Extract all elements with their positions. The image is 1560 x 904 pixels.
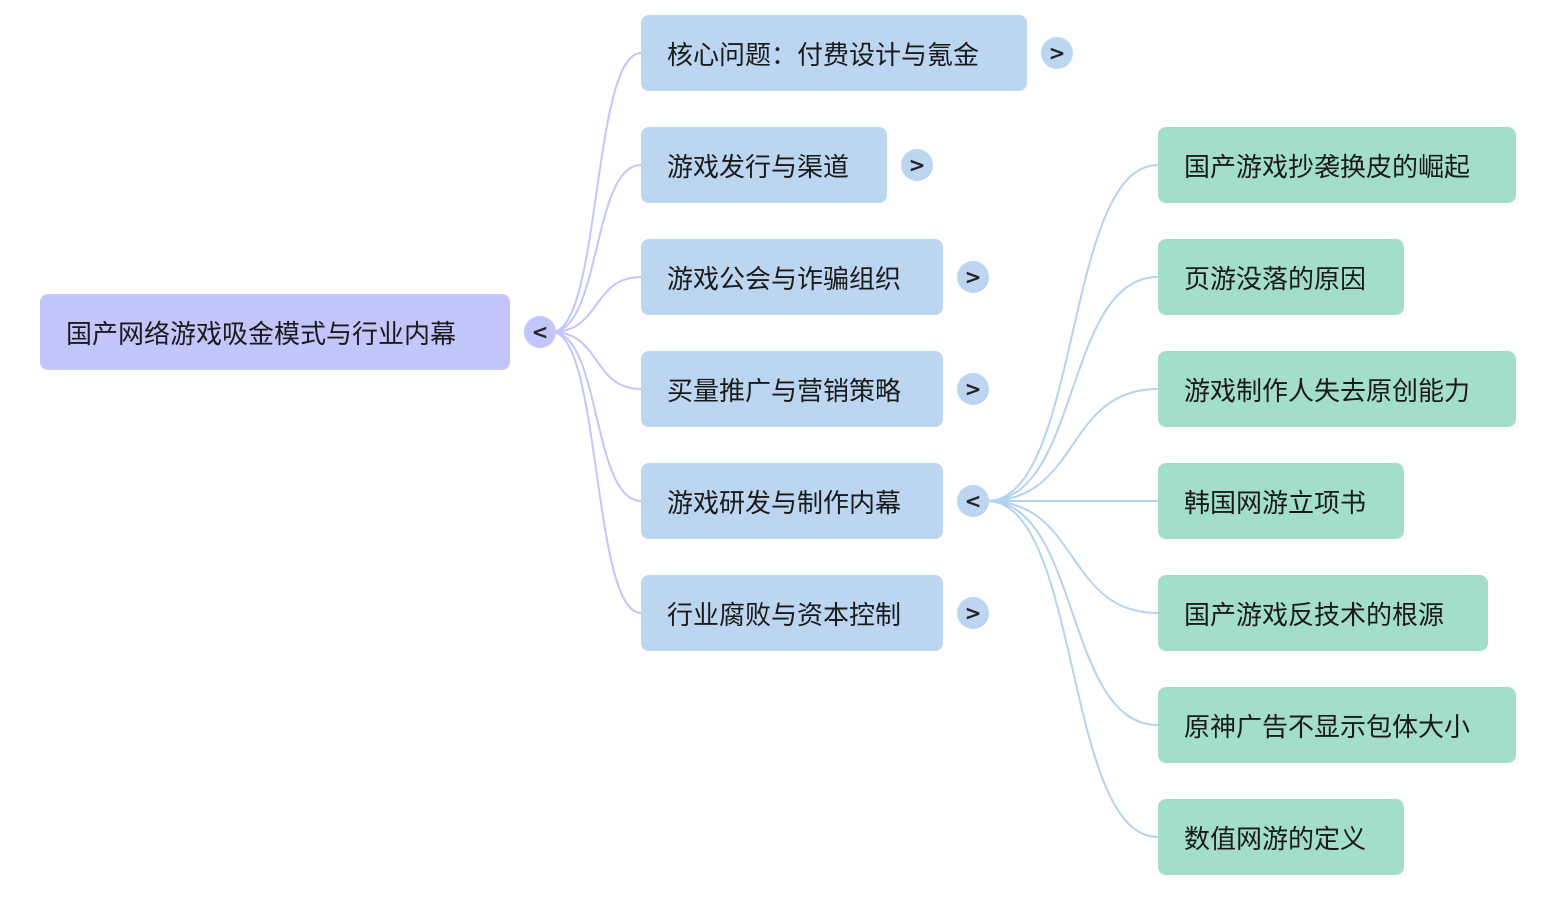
subtopic-label: 页游没落的原因 bbox=[1184, 264, 1367, 295]
subtopic-node[interactable]: 游戏制作人失去原创能力 bbox=[1158, 351, 1516, 427]
root-to-topic-edge bbox=[551, 164, 642, 333]
topic-expand-toggle[interactable]: > bbox=[957, 261, 989, 293]
topic-label: 买量推广与营销策略 bbox=[667, 376, 902, 407]
topic-label: 游戏发行与渠道 bbox=[667, 152, 850, 183]
topic-to-subtopic-edge bbox=[986, 164, 1159, 502]
root-node[interactable]: 国产网络游戏吸金模式与行业内幕 bbox=[40, 294, 510, 370]
topic-expand-toggle[interactable]: > bbox=[957, 597, 989, 629]
subtopic-label: 游戏制作人失去原创能力 bbox=[1184, 376, 1471, 407]
topic-expand-toggle[interactable]: > bbox=[1041, 37, 1073, 69]
topic-to-subtopic-edge bbox=[986, 276, 1159, 502]
topic-expand-toggle[interactable]: > bbox=[957, 373, 989, 405]
topic-node-core-issue[interactable]: 核心问题：付费设计与氪金 bbox=[641, 15, 1027, 91]
root-to-topic-edge bbox=[551, 331, 642, 614]
subtopic-node[interactable]: 原神广告不显示包体大小 bbox=[1158, 687, 1516, 763]
root-to-topic-edge bbox=[551, 52, 642, 333]
subtopic-label: 国产游戏抄袭换皮的崛起 bbox=[1184, 152, 1471, 183]
topic-node-marketing[interactable]: 买量推广与营销策略 bbox=[641, 351, 943, 427]
subtopic-label: 原神广告不显示包体大小 bbox=[1184, 712, 1471, 743]
subtopic-node[interactable]: 国产游戏抄袭换皮的崛起 bbox=[1158, 127, 1516, 203]
subtopic-label: 国产游戏反技术的根源 bbox=[1184, 600, 1445, 631]
root-to-topic-edge bbox=[551, 331, 642, 390]
topic-expand-toggle[interactable]: > bbox=[901, 149, 933, 181]
topic-label: 核心问题：付费设计与氪金 bbox=[667, 40, 980, 71]
topic-node-development[interactable]: 游戏研发与制作内幕 bbox=[641, 463, 943, 539]
topic-node-guilds[interactable]: 游戏公会与诈骗组织 bbox=[641, 239, 943, 315]
subtopic-node[interactable]: 页游没落的原因 bbox=[1158, 239, 1404, 315]
root-to-topic-edge bbox=[551, 331, 642, 502]
subtopic-node[interactable]: 韩国网游立项书 bbox=[1158, 463, 1404, 539]
subtopic-label: 数值网游的定义 bbox=[1184, 824, 1367, 855]
topic-to-subtopic-edge bbox=[986, 388, 1159, 502]
subtopic-label: 韩国网游立项书 bbox=[1184, 488, 1367, 519]
root-node-label: 国产网络游戏吸金模式与行业内幕 bbox=[66, 319, 457, 350]
topic-label: 游戏研发与制作内幕 bbox=[667, 488, 902, 519]
topic-label: 行业腐败与资本控制 bbox=[667, 600, 902, 631]
topic-node-corruption[interactable]: 行业腐败与资本控制 bbox=[641, 575, 943, 651]
root-collapse-toggle[interactable]: < bbox=[524, 316, 556, 348]
topic-to-subtopic-edge bbox=[986, 500, 1159, 614]
topic-collapse-toggle[interactable]: < bbox=[957, 485, 989, 517]
subtopic-node[interactable]: 国产游戏反技术的根源 bbox=[1158, 575, 1488, 651]
topic-to-subtopic-edge bbox=[986, 500, 1159, 726]
root-to-topic-edge bbox=[551, 276, 642, 333]
topic-node-publishing[interactable]: 游戏发行与渠道 bbox=[641, 127, 887, 203]
topic-to-subtopic-edge bbox=[986, 500, 1159, 838]
subtopic-node[interactable]: 数值网游的定义 bbox=[1158, 799, 1404, 875]
topic-label: 游戏公会与诈骗组织 bbox=[667, 264, 902, 295]
